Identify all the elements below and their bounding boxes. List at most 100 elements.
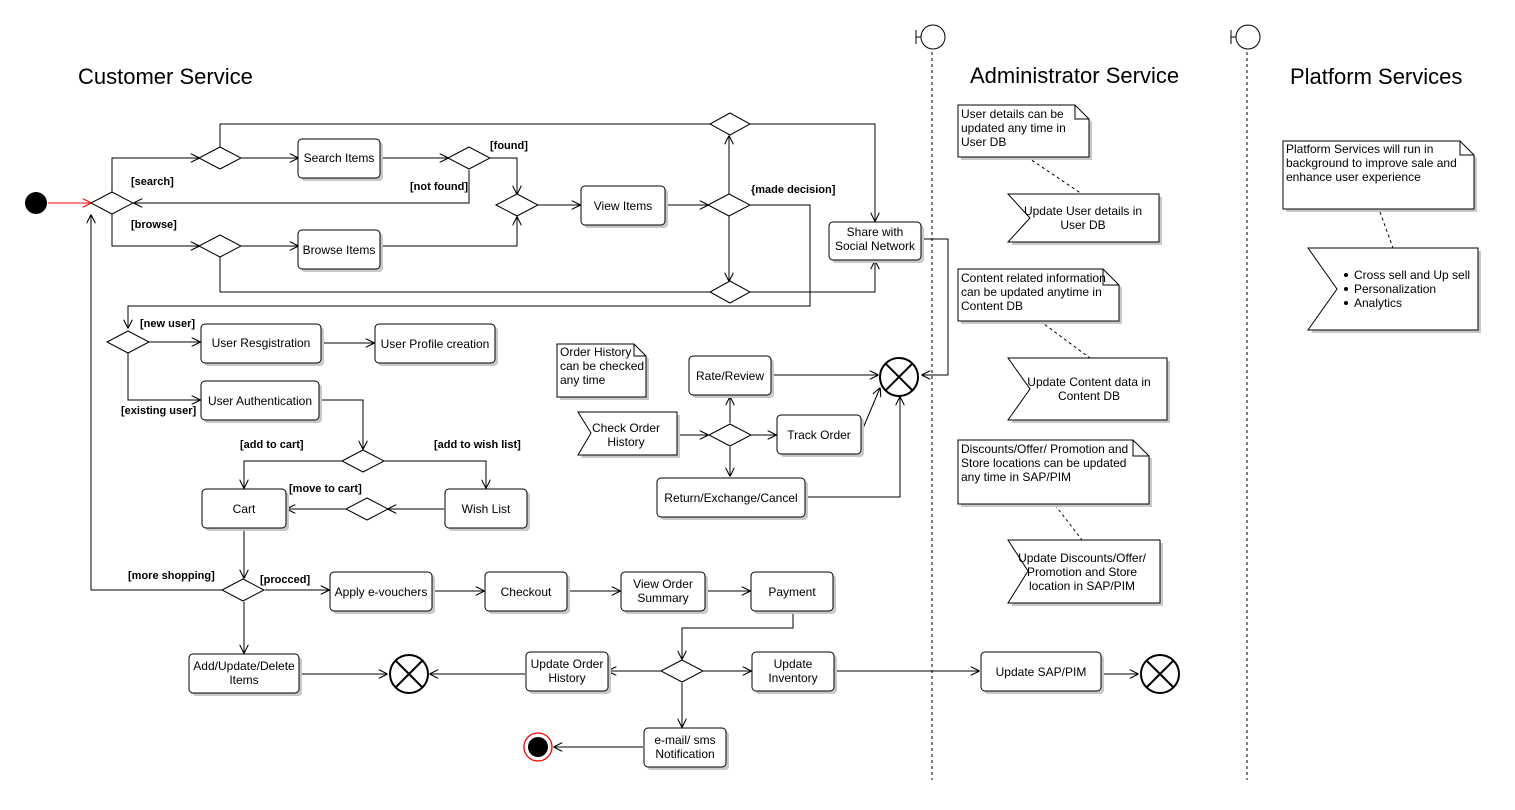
action-update-order-history: Update Order History (525, 651, 611, 694)
boundary-icon (1235, 24, 1261, 50)
action-view-order-summary: View Order Summary (620, 571, 708, 614)
guard-label: [browse] (131, 219, 177, 231)
action-search-items: Search Items (297, 138, 383, 181)
action-user-profile-creation: User Profile creation (374, 323, 498, 366)
signal-label: Update Content data in (1027, 375, 1150, 389)
bullet-icon (1344, 273, 1348, 277)
action-label: History (548, 671, 585, 685)
action-label: Checkout (501, 585, 552, 599)
action-label: Payment (768, 585, 816, 599)
note-line: User DB (961, 135, 1006, 149)
note-order-history: Order History can be checked any time (556, 343, 649, 400)
bullet-icon (1344, 301, 1348, 305)
platform-list-item: Analytics (1354, 296, 1402, 310)
action-label: Cart (233, 502, 256, 516)
signal-update-discounts: Update Discounts/Offer/ Promotion and St… (1007, 539, 1163, 606)
action-add-update-delete-items: Add/Update/Delete Items (188, 653, 302, 696)
action-user-registration: User Resgistration (200, 323, 324, 366)
decision-diamond (197, 234, 243, 258)
action-label: Inventory (768, 671, 817, 685)
action-wish-list: Wish List (444, 488, 530, 531)
note-line: Content related information (961, 271, 1106, 285)
guard-label: [not found] (410, 181, 468, 193)
decision-diamond (494, 193, 540, 217)
decision-diamond (344, 497, 390, 521)
note-line: Platform Services will run in (1286, 142, 1433, 156)
decision-nodes (89, 112, 753, 683)
event-label: Check Order (592, 421, 660, 435)
action-payment: Payment (750, 571, 836, 614)
guard-label: [add to cart] (240, 439, 304, 451)
guard-label: {made decision] (751, 184, 836, 196)
signal-label: Content DB (1058, 389, 1120, 403)
signal-update-content: Update Content data in Content DB (1007, 357, 1170, 423)
action-label: User Profile creation (381, 337, 490, 351)
action-label: Return/Exchange/Cancel (664, 491, 797, 505)
action-update-sap-pim: Update SAP/PIM (980, 651, 1104, 694)
guard-label: [search] (131, 176, 174, 188)
decision-diamond (105, 330, 151, 354)
action-return-exchange-cancel: Return/Exchange/Cancel (656, 477, 808, 520)
flow-end-node (1140, 654, 1180, 694)
bullet-icon (1344, 287, 1348, 291)
guard-label: [move to cart] (289, 483, 362, 495)
action-label: Add/Update/Delete (193, 659, 295, 673)
note-line: background to improve sale and (1286, 156, 1457, 170)
action-apply-evouchers: Apply e-vouchers (329, 571, 435, 614)
note-line: updated any time in (961, 121, 1066, 135)
action-label: Summary (637, 591, 688, 605)
flow-end-node (389, 654, 429, 694)
note-line: any time in SAP/PIM (961, 470, 1071, 484)
action-email-sms-notification: e-mail/ sms Notification (643, 727, 729, 770)
decision-diamond (89, 191, 135, 215)
action-label: Share with (847, 225, 904, 239)
decision-diamond (446, 146, 492, 170)
decision-diamond (340, 449, 386, 473)
edges (48, 123, 1394, 747)
action-label: User Resgistration (212, 336, 311, 350)
action-user-authentication: User Authentication (200, 380, 322, 423)
signal-update-user-details: Update User details in User DB (1006, 193, 1162, 245)
action-update-inventory: Update Inventory (751, 651, 837, 694)
event-check-order-history: Check Order History (577, 411, 680, 458)
note-discounts: Discounts/Offer/ Promotion and Store loc… (957, 439, 1152, 507)
signal-label: location in SAP/PIM (1029, 579, 1135, 593)
decision-diamond (659, 659, 705, 683)
signal-label: Promotion and Store (1027, 565, 1137, 579)
action-cart: Cart (201, 488, 289, 531)
action-view-items: View Items (580, 185, 668, 228)
note-line: can be updated anytime in (961, 285, 1102, 299)
action-label: Track Order (787, 428, 851, 442)
action-label: Notification (655, 747, 714, 761)
note-line: can be checked (560, 359, 644, 373)
decision-diamond (220, 578, 266, 602)
lane-title-admin: Administrator Service (970, 63, 1179, 88)
lane-separator-platform (1230, 24, 1261, 780)
action-label: e-mail/ sms (654, 733, 715, 747)
action-label: Browse Items (303, 243, 376, 257)
action-label: View Order (633, 577, 693, 591)
guard-label: [add to wish list] (434, 439, 521, 451)
decision-diamond (197, 146, 243, 170)
decision-diamond (708, 112, 752, 136)
platform-list-item: Cross sell and Up sell (1354, 268, 1470, 282)
guard-label: [found] (490, 140, 528, 152)
guard-label: [procced] (260, 574, 310, 586)
action-label: Update Order (531, 657, 604, 671)
action-checkout: Checkout (484, 571, 570, 614)
event-label: History (607, 435, 644, 449)
action-label: User Authentication (208, 394, 312, 408)
action-label: Rate/Review (696, 369, 764, 383)
action-label: Items (229, 673, 258, 687)
note-content-info: Content related information can be updat… (957, 268, 1122, 324)
flow-end-node (879, 357, 919, 397)
action-browse-items: Browse Items (297, 229, 383, 272)
signal-label: Update Discounts/Offer/ (1018, 551, 1147, 565)
lane-title-customer: Customer Service (78, 64, 253, 89)
decision-diamond (708, 280, 752, 304)
note-platform: Platform Services will run in background… (1282, 140, 1477, 212)
note-line: Order History (560, 345, 631, 359)
guard-label: [more shopping] (128, 570, 215, 582)
decision-diamond (706, 193, 752, 217)
lane-separator-admin (915, 24, 946, 780)
